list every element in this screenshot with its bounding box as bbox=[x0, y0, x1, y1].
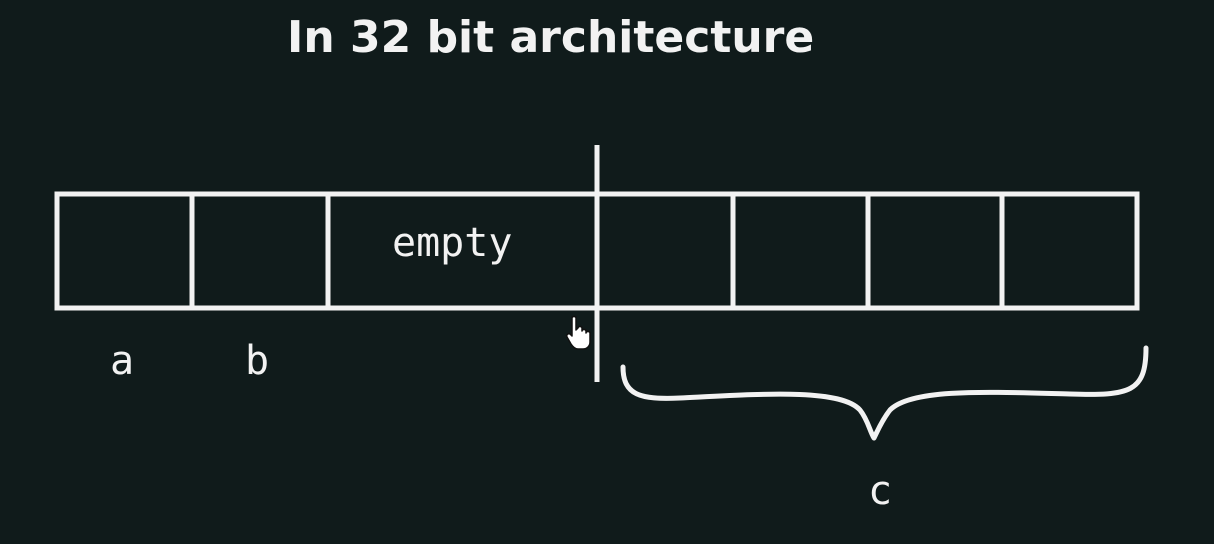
label-c: c bbox=[868, 468, 893, 514]
empty-cell-label: empty bbox=[392, 220, 513, 266]
brace-c bbox=[620, 345, 1149, 441]
label-b: b bbox=[245, 338, 270, 384]
page-title: In 32 bit architecture bbox=[287, 12, 815, 63]
label-a: a bbox=[110, 338, 135, 384]
hand-pointer-icon bbox=[566, 315, 591, 350]
